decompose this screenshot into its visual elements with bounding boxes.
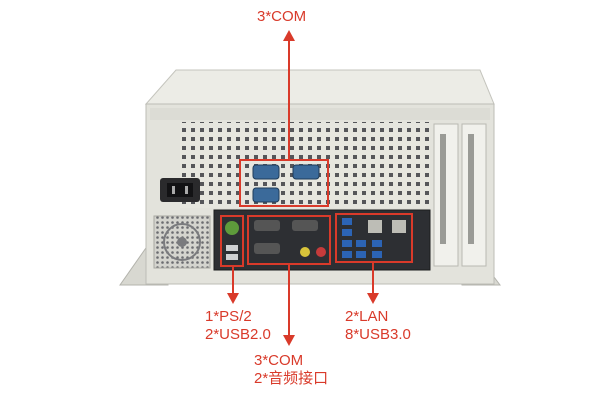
label-audio: 2*音频接口 [254, 370, 329, 387]
arrow-ps2-usb2 [227, 266, 239, 304]
annotation-box-top-com [239, 159, 329, 207]
label-usb2: 2*USB2.0 [205, 326, 271, 343]
power-inlet [160, 178, 200, 202]
arrow-lan-usb3 [367, 262, 379, 304]
label-usb3: 8*USB3.0 [345, 326, 411, 343]
label-lan: 2*LAN [345, 308, 389, 325]
arrow-com-audio [283, 264, 295, 346]
psu-fan [153, 215, 211, 269]
label-bottom-com: 3*COM [254, 352, 304, 369]
arrow-top-com [283, 30, 295, 160]
expansion-slots [433, 123, 487, 267]
io-panel [213, 209, 431, 271]
label-top-com: 3*COM [257, 8, 307, 25]
top-com-ports [252, 164, 320, 203]
label-ps2: 1*PS/2 [205, 308, 252, 325]
